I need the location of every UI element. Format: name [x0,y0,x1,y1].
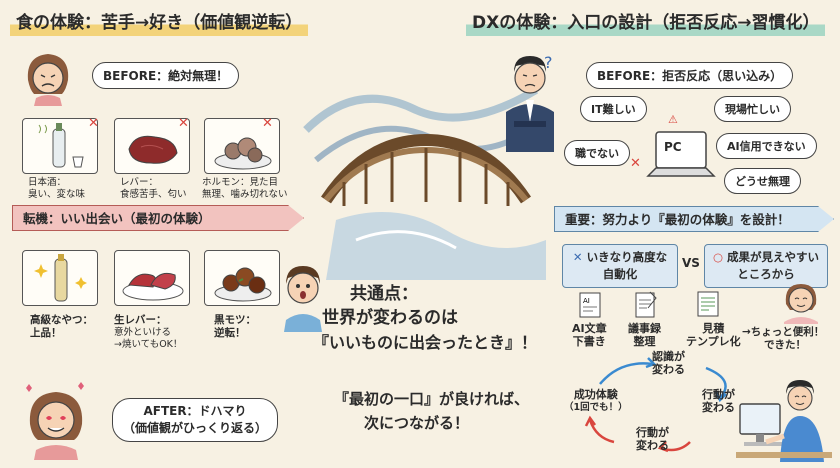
key-point-ribbon: 重要：努力より『最初の体験』を設計！ [554,206,834,232]
common-point-label: 共通点： [350,284,418,304]
liver-tile [114,118,190,174]
black-motsu-caption: 黒モツ：逆転！ [214,314,256,339]
success-cycle-arrows [584,357,727,453]
pleased-woman-illustration [776,280,826,324]
good-option-box: ○ 成果が見えやすい ところから [704,244,828,288]
tool-ai-caption: AI文章下書き [572,322,607,348]
cycle-success: 成功体験（1回でも！） [564,388,628,413]
pc-label: PC [664,140,682,154]
before-bubble-right: BEFORE：拒否反応（思い込み） [586,62,794,89]
cycle-action-1: 行動が変わる [702,388,735,414]
warning-icon: ⚠ [668,113,678,126]
raw-liver-tile [114,250,190,306]
ai-document-icon: AI [578,292,602,318]
offal-x-icon: ✕ [262,116,273,131]
sake-x-icon: ✕ [88,116,99,131]
svg-text:?: ? [544,53,553,72]
happy-woman-illustration [18,380,94,460]
bad-option-box: ✕ いきなり高度な 自動化 [562,244,678,288]
laptop-icon [646,124,716,192]
premium-sake-caption: 高級なやつ：上品！ [30,314,93,339]
cycle-recognition: 認識が変わる [652,350,685,376]
first-bite-line2: 次につながる！ [364,414,470,432]
tool-estimate-caption: 見積テンプレ化 [686,322,741,348]
offal-tile [204,118,280,174]
svg-text:AI: AI [583,297,590,305]
circle-icon: ○ [712,250,724,264]
worried-man-illustration: ? [500,50,560,152]
offal-caption: ホルモン：見た目無理、噛み切れない [202,177,288,200]
cross-icon: ✕ [572,250,583,264]
raw-liver-caption: 生レバー：意外といける→焼いてもOK！ [114,314,183,350]
liver-caption: レバー：食感苦手、匂い [120,177,187,200]
objection-ai-distrust: AI信用できない [716,133,817,159]
convenient-caption: →ちょっと便利！できた！ [742,326,825,351]
vs-label: VS [682,256,700,270]
after-bubble: AFTER：ドハマり（価値観がひっくり返る） [112,398,279,442]
objection-it-difficult: IT難しい [580,96,647,122]
premium-sake-tile [22,250,98,306]
minutes-icon [634,290,658,318]
common-point-emphasis: 『いいものに出会ったとき』！ [312,333,537,352]
liver-x-icon: ✕ [178,116,189,131]
common-point-text: 世界が変わるのは [322,308,458,328]
man-at-computer-illustration [736,376,832,462]
objection-no-job: 職でない [564,140,630,166]
estimate-template-icon [696,290,720,318]
bridge-illustration [296,70,554,280]
black-motsu-tile [204,250,280,306]
laptop-x-icon: ✕ [630,156,641,171]
turning-point-ribbon: 転機：いい出会い（最初の体験） [12,205,304,231]
tool-minutes-caption: 議事録整理 [628,322,661,348]
cycle-action-2: 行動が変わる [636,426,669,452]
left-title: 食の体験：苦手→好き（価値観逆転） [10,10,309,36]
right-title: DXの体験：入口の設計（拒否反応→習慣化） [466,10,826,36]
before-bubble-left: BEFORE：絶対無理！ [92,62,240,89]
first-bite-line1: 『最初の一口』が良ければ、 [334,390,530,408]
sake-tile [22,118,98,174]
worried-woman-illustration [22,50,74,106]
sake-caption: 日本酒：臭い、変な味 [28,177,86,200]
objection-busy: 現場忙しい [714,96,791,122]
objection-impossible: どうせ無理 [724,168,801,194]
surprised-boy-illustration [278,262,328,332]
